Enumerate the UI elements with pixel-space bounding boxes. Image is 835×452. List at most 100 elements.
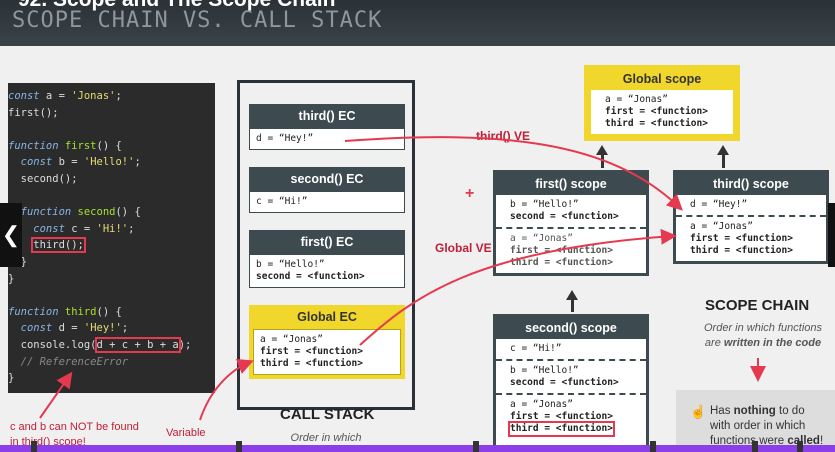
ec-var: second = <function> — [256, 271, 365, 282]
global-ec-body: a = “Jonas” first = <function> third = <… — [253, 329, 401, 375]
code-token: const — [8, 90, 40, 102]
code-token: console.log( — [8, 338, 97, 351]
arrow-up-icon — [566, 290, 578, 300]
note-cb-not-found: c and b can NOT be found — [10, 421, 139, 433]
progress-marker — [797, 441, 803, 452]
video-progress-bar[interactable] — [0, 445, 835, 452]
nothing-text: ! — [819, 435, 824, 447]
scope-chain-label: SCOPE CHAIN — [705, 297, 810, 314]
third-ec-title: third() EC — [249, 104, 405, 128]
code-token: 'Hey!' — [83, 322, 122, 335]
code-line: second(); — [8, 172, 78, 185]
next-slide-button[interactable] — [828, 203, 835, 267]
code-token: const — [8, 156, 53, 169]
global-ve-arrow — [359, 228, 677, 346]
third-call-highlight: third(); — [31, 237, 86, 254]
code-token: ; — [121, 322, 129, 335]
video-title: 92. Scope and The Scope Chain — [18, 0, 335, 12]
first-ec-body: b = “Hello!” second = <function> — [249, 254, 405, 288]
scope-var: second = <function> — [510, 377, 619, 388]
first-scope-title: first() scope — [496, 173, 646, 195]
call-stack-label: CALL STACK — [280, 406, 375, 423]
code-token: 'Hi!' — [96, 222, 129, 235]
code-token: 'Hello!' — [83, 156, 135, 169]
code-token: second — [71, 206, 116, 219]
global-scope-body: a = “Jonas” first = <function> third = <… — [591, 90, 733, 134]
scope-var: third = <function> — [605, 118, 708, 129]
scope-var: a = “Jonas” — [510, 233, 573, 244]
variable-note-arrow — [199, 359, 254, 421]
third-scope-title: third() scope — [676, 173, 826, 195]
prev-slide-button[interactable]: ❮ — [0, 203, 22, 267]
arrow-up-icon — [596, 145, 608, 155]
global-scope-title: Global scope — [587, 68, 737, 90]
ec-var: c = “Hi!” — [256, 196, 308, 207]
code-token: function — [8, 206, 72, 219]
third-ve-arrow — [344, 136, 683, 211]
expression-highlight: d + c + b + a — [94, 336, 181, 353]
progress-marker — [31, 441, 37, 452]
plus-icon: + — [465, 185, 475, 202]
note-variable: Variable — [166, 427, 206, 439]
scope-var: a = “Jonas” — [605, 94, 668, 105]
ec-var: third = <function> — [260, 358, 363, 369]
scope-var: second = <function> — [510, 211, 619, 222]
cb-note-arrow — [39, 371, 73, 419]
scope-var: b = “Hello!” — [510, 199, 579, 210]
first-scope: first() scope b = “Hello!” second = <fun… — [493, 170, 649, 276]
ec-var: first = <function> — [260, 346, 363, 357]
code-token: () { — [96, 139, 122, 152]
ec-var: d = “Hey!” — [256, 133, 314, 144]
pointing-hand-icon: ☝ — [690, 404, 707, 419]
scope-var: first = <function> — [510, 411, 613, 422]
nothing-text-bold: nothing — [733, 405, 776, 417]
nothing-note-text: Has nothing to do with order in which fu… — [710, 404, 823, 449]
first-scope-body: b = “Hello!” second = <function> — [496, 195, 646, 227]
global-ec: Global EC a = “Jonas” first = <function>… — [249, 305, 405, 379]
nothing-text: Has — [710, 405, 734, 417]
scope-var: third = <function> — [510, 257, 613, 268]
scope-chain-sub2: are written in the code — [688, 337, 835, 349]
scope-var: a = “Jonas” — [510, 399, 573, 410]
call-stack-sublabel: Order in which — [290, 432, 362, 444]
code-token: 'Jonas' — [71, 90, 116, 102]
scope-var: c = “Hi!” — [510, 343, 562, 354]
code-token: third — [58, 305, 97, 318]
code-token: b = — [52, 156, 84, 169]
arrow-up-icon — [717, 145, 729, 155]
scope-var: first = <function> — [605, 106, 708, 117]
call-stack-frame — [237, 80, 415, 410]
nothing-text: with order in which — [710, 420, 806, 432]
nothing-note-box: ☝ Has nothing to do with order in which … — [676, 390, 835, 452]
code-token: function — [8, 139, 59, 152]
arrow-stem — [571, 298, 574, 312]
code-token: const — [8, 222, 65, 235]
nothing-text-bold: called — [787, 435, 820, 447]
second-scope-title: second() scope — [496, 317, 646, 339]
sub-text-bold: written in the code — [723, 337, 822, 349]
scope-chain-sub1: Order in which functions — [704, 322, 822, 334]
nothing-text: functions were — [710, 435, 788, 447]
code-token: function — [8, 305, 59, 318]
code-line: } — [8, 372, 15, 385]
scope-var: a = “Jonas” — [690, 221, 753, 232]
sub-text: are — [704, 337, 724, 349]
second-scope-body: c = “Hi!” — [496, 339, 646, 359]
code-block: const a = 'Jonas'; first(); function fir… — [8, 88, 208, 387]
scope-var: first = <function> — [690, 233, 793, 244]
second-scope: second() scope c = “Hi!” b = “Hello!” se… — [493, 314, 649, 452]
code-token: ; — [134, 156, 141, 169]
scope-var-highlight: third = <function> — [508, 421, 615, 437]
code-token: c = — [64, 222, 97, 235]
third-ec: third() EC d = “Hey!” — [249, 104, 405, 150]
ec-var: a = “Jonas” — [260, 334, 323, 345]
code-line: } — [20, 255, 27, 268]
second-ec: second() EC c = “Hi!” — [249, 167, 405, 213]
scope-var: b = “Hello!” — [510, 365, 579, 376]
global-scope: Global scope a = “Jonas” first = <functi… — [584, 65, 740, 141]
progress-marker — [473, 441, 479, 452]
second-ec-body: c = “Hi!” — [249, 191, 405, 213]
first-ec: first() EC b = “Hello!” second = <functi… — [249, 230, 405, 288]
global-ec-title: Global EC — [253, 305, 401, 329]
